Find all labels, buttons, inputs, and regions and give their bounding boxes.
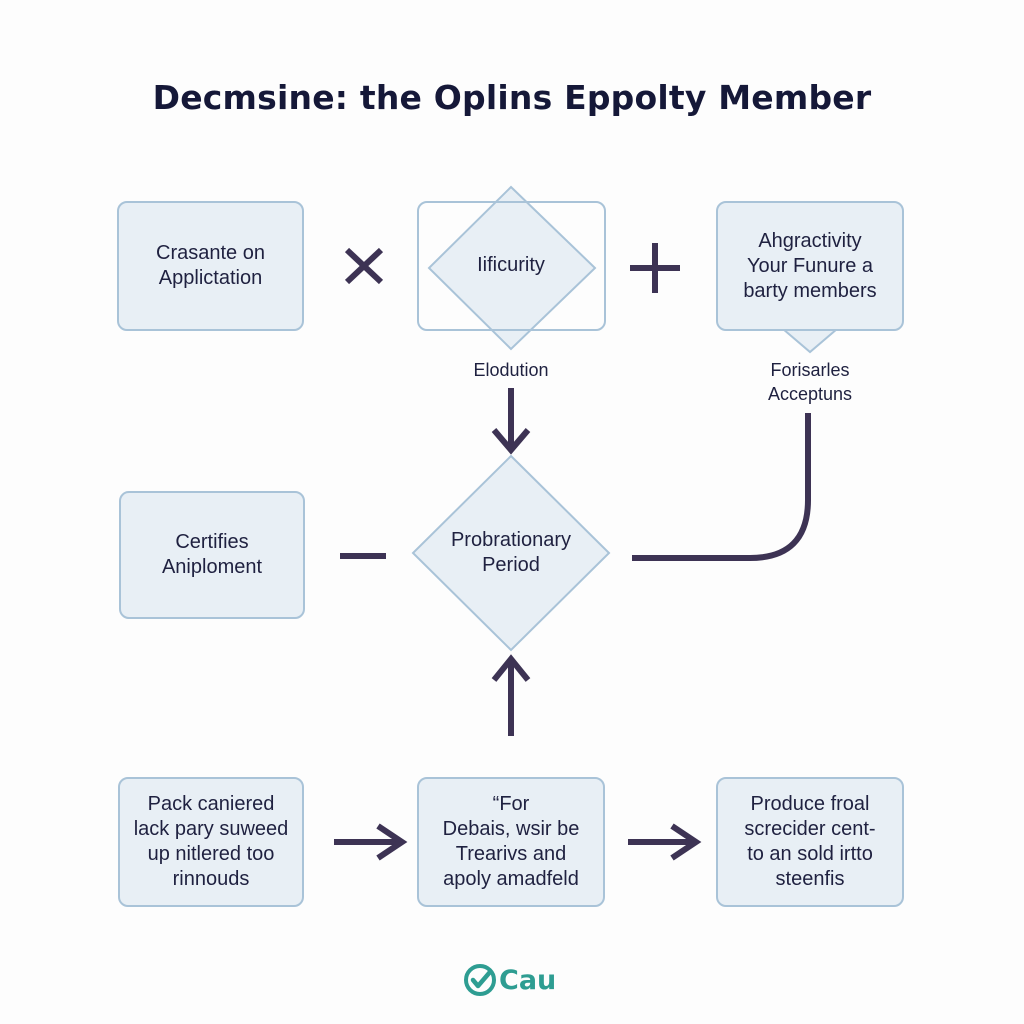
probationary-diamond-shape [411,454,611,652]
brand-logo: Cau [463,960,556,1000]
label-elodution: Elodution [473,360,549,380]
node-debais-label: “For Debais, wsir be Trearivs and apoly … [442,793,580,890]
node-ificurity-box [417,201,606,331]
node-ahgractivity-label: Ahgractivity Your Funure a barty members [743,229,877,302]
connector-acceptuns-to-probationary [632,413,811,561]
callout-pointer [782,328,838,354]
plus-operator-icon [630,243,680,293]
node-pack-label: Pack caniered lack pary suweed up nitler… [133,793,289,890]
node-ahgractivity: Ahgractivity Your Funure a barty members [716,201,904,331]
node-debais: “For Debais, wsir be Trearivs and apoly … [417,777,605,907]
arrow-up-to-probationary [491,654,531,736]
node-pack: Pack caniered lack pary suweed up nitler… [118,777,304,907]
node-probationary-label: Probrationary Period [450,529,572,576]
arrow-down-to-probationary [491,388,531,455]
node-produce: Produce froal screcider cent- to an sold… [716,777,904,907]
node-crasante: Crasante on Applictation [117,201,304,331]
node-crasante-label: Crasante on Applictation [156,242,265,289]
brand-logo-text: Cau [499,964,557,996]
node-produce-label: Produce froal screcider cent- to an sold… [744,793,876,890]
label-forisarles: Forisarles Acceptuns [767,360,853,404]
node-certifies-label: Certifies Aniploment [161,531,263,578]
cross-operator-icon [344,247,384,285]
check-circle-icon [464,964,496,996]
arrow-pack-to-debais [334,823,408,861]
ificurity-diamond-shape [427,185,597,351]
page-title: Decmsine: the Oplins Eppolty Member [152,78,872,117]
node-ificurity-label: Iificurity [477,253,545,276]
arrow-debais-to-produce [628,823,702,861]
node-certifies: Certifies Aniploment [119,491,305,619]
